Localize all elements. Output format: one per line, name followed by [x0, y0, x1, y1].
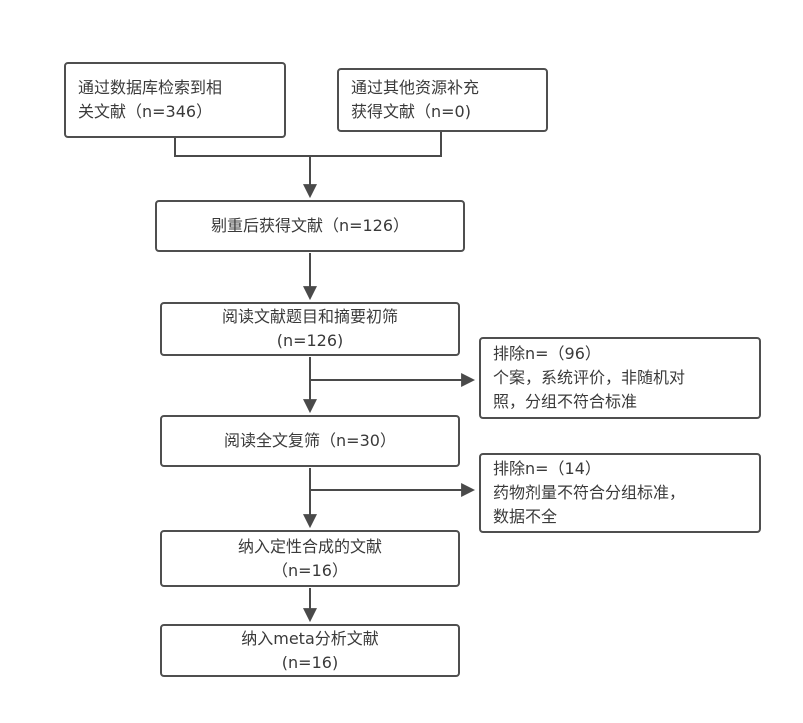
flow-box-qualitative-synthesis: 纳入定性合成的文献 （n=16） — [160, 530, 460, 587]
flow-box-exclude-first: 排除n=（96） 个案，系统评价，非随机对 照，分组不符合标准 — [479, 337, 761, 419]
box-text-line: 获得文献（n=0) — [351, 102, 471, 121]
flow-box-meta-analysis: 纳入meta分析文献 (n=16) — [160, 624, 460, 677]
box-text-line: 关文献（n=346） — [78, 102, 213, 121]
flow-box-other-sources: 通过其他资源补充 获得文献（n=0) — [337, 68, 548, 132]
box-text-line: 通过数据库检索到相 — [78, 78, 223, 97]
flow-box-deduplicated: 剔重后获得文献（n=126） — [155, 200, 465, 252]
box-text-line: 排除n=（96） — [493, 344, 601, 363]
flow-box-fulltext-screen: 阅读全文复筛（n=30） — [160, 415, 460, 467]
box-text-line: 剔重后获得文献（n=126） — [210, 216, 410, 235]
box-text-line: 数据不全 — [493, 507, 558, 526]
box-text-line: 通过其他资源补充 — [351, 78, 480, 97]
flow-box-database-search: 通过数据库检索到相 关文献（n=346） — [64, 62, 286, 138]
box-text-line: 纳入meta分析文献 — [241, 628, 379, 648]
flow-box-title-abstract-screen: 阅读文献题目和摘要初筛 (n=126) — [160, 302, 460, 356]
box-text-line: （n=16） — [272, 560, 348, 580]
merge-connector — [174, 132, 442, 157]
box-text-line: 阅读文献题目和摘要初筛 — [221, 307, 398, 326]
box-text-line: 纳入定性合成的文献 — [237, 536, 382, 556]
box-text-line: 药物剂量不符合分组标准， — [493, 483, 686, 502]
box-text-line: 个案，系统评价，非随机对 — [493, 368, 686, 387]
box-text-line: (n=16) — [281, 652, 339, 672]
box-text-line: 阅读全文复筛（n=30） — [224, 431, 396, 450]
box-text-line: 照，分组不符合标准 — [493, 392, 638, 411]
flow-box-exclude-second: 排除n=（14） 药物剂量不符合分组标准， 数据不全 — [479, 453, 761, 533]
box-text-line: 排除n=（14） — [493, 459, 601, 478]
box-text-line: (n=126) — [276, 331, 344, 350]
